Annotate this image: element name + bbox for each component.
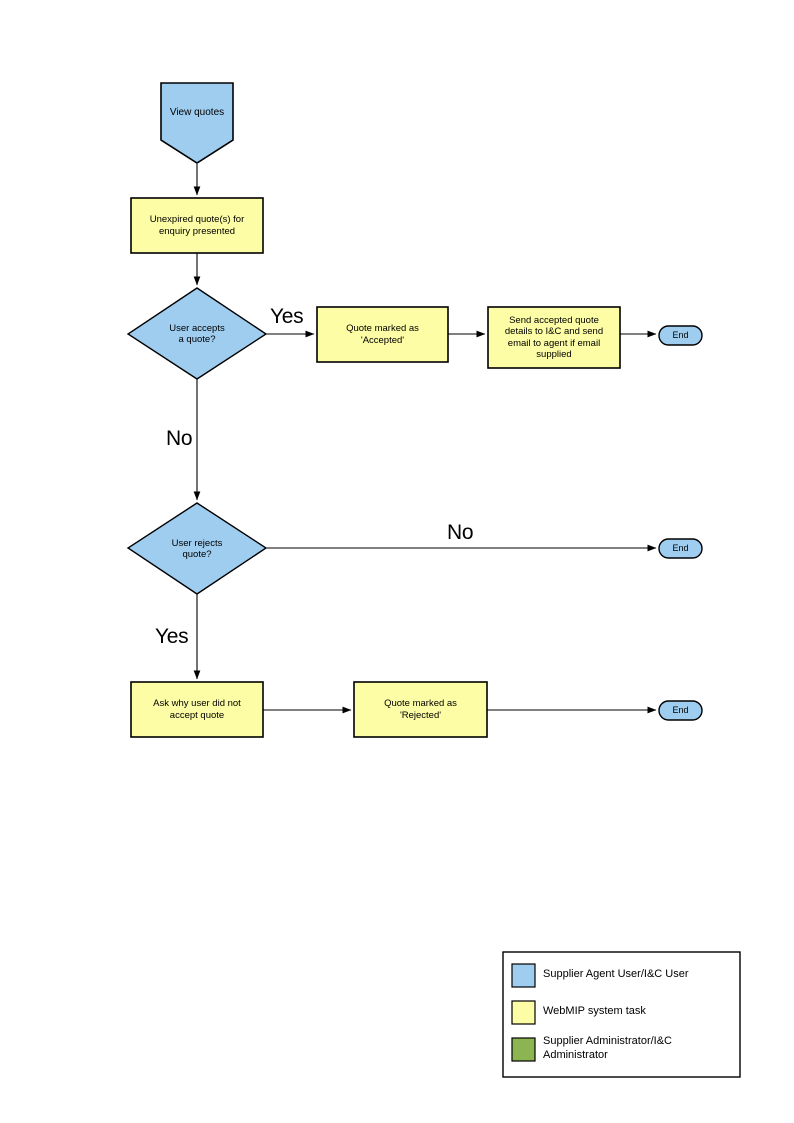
branch-label-no-accepts: No bbox=[166, 427, 193, 450]
legend-label-admin: Supplier Administrator/I&C Administrator bbox=[543, 1035, 672, 1061]
node-send-accepted-quote-details[interactable] bbox=[487, 306, 621, 369]
node-end-3[interactable] bbox=[658, 700, 703, 721]
branch-label-yes-rejects: Yes bbox=[155, 625, 189, 648]
node-end-1[interactable] bbox=[658, 325, 703, 346]
legend-swatch-admin bbox=[511, 1037, 536, 1062]
node-decision-user-accepts[interactable] bbox=[126, 287, 268, 380]
branch-label-yes-accepts: Yes bbox=[270, 305, 304, 328]
node-unexpired-quotes[interactable] bbox=[130, 197, 264, 254]
branch-label-no-rejects: No bbox=[447, 521, 474, 544]
legend-box bbox=[502, 951, 741, 1078]
legend-label-system: WebMIP system task bbox=[543, 1005, 646, 1017]
node-ask-why-user-did-not-accept[interactable] bbox=[130, 681, 264, 738]
node-quote-marked-accepted[interactable] bbox=[316, 306, 449, 363]
node-end-2[interactable] bbox=[658, 538, 703, 559]
connectors bbox=[193, 164, 657, 714]
node-decision-user-rejects[interactable] bbox=[126, 502, 268, 595]
node-quote-marked-rejected[interactable] bbox=[353, 681, 488, 738]
legend-label-user: Supplier Agent User/I&C User bbox=[543, 968, 689, 980]
legend-swatch-system bbox=[511, 1000, 536, 1025]
node-start-viewquotes[interactable] bbox=[160, 82, 234, 164]
legend-swatch-user bbox=[511, 963, 536, 988]
